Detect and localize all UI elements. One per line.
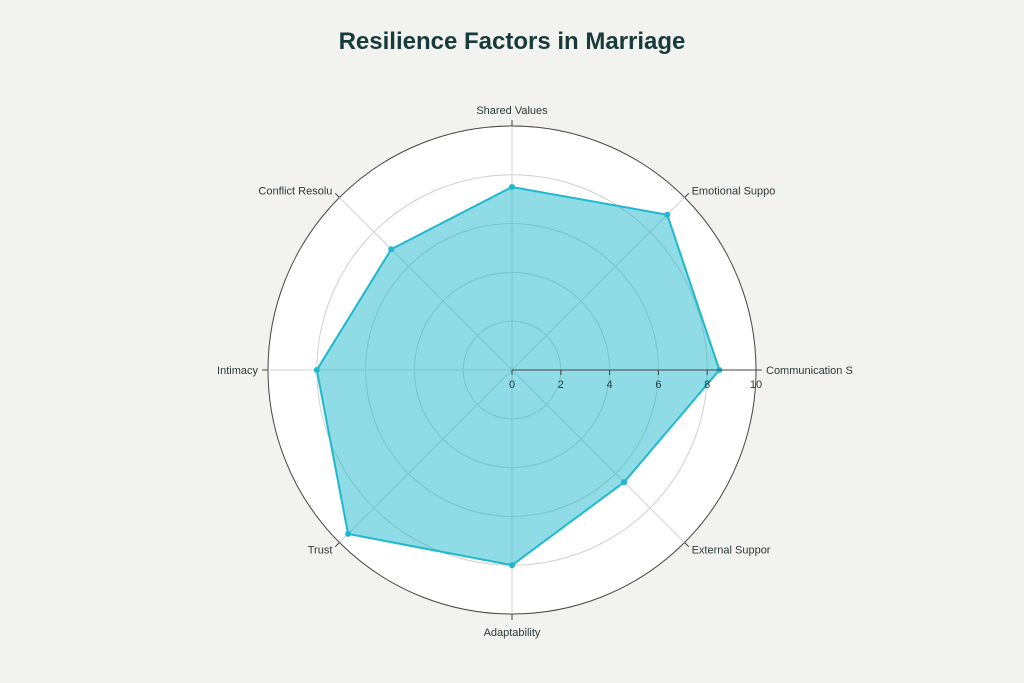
- category-label: Adaptability: [484, 627, 541, 639]
- data-point: [509, 562, 515, 569]
- data-point: [388, 246, 395, 253]
- category-label: Emotional Suppo: [692, 185, 776, 197]
- category-label: Intimacy: [217, 365, 258, 377]
- data-point: [345, 530, 352, 537]
- spoke-tick: [684, 192, 690, 198]
- category-label: Shared Values: [476, 105, 548, 117]
- data-point: [313, 367, 320, 373]
- radial-tick-label: 4: [607, 379, 613, 391]
- data-point: [509, 184, 515, 190]
- data-point: [664, 211, 671, 218]
- radial-tick-label: 10: [750, 379, 762, 391]
- category-label: Trust: [308, 545, 333, 557]
- category-label: Conflict Resolu: [258, 185, 332, 197]
- category-label: External Suppor: [692, 545, 771, 557]
- chart-title: Resilience Factors in Marriage: [338, 28, 686, 55]
- radial-tick-label: 8: [704, 379, 710, 391]
- radial-tick-label: 0: [509, 379, 515, 391]
- radial-tick-label: 6: [655, 379, 661, 391]
- data-point: [621, 479, 628, 486]
- category-label: Communication S: [766, 365, 853, 377]
- spoke-tick: [334, 192, 340, 198]
- spoke-tick: [684, 542, 690, 548]
- spoke-tick: [334, 542, 340, 548]
- radial-tick-label: 2: [558, 379, 564, 391]
